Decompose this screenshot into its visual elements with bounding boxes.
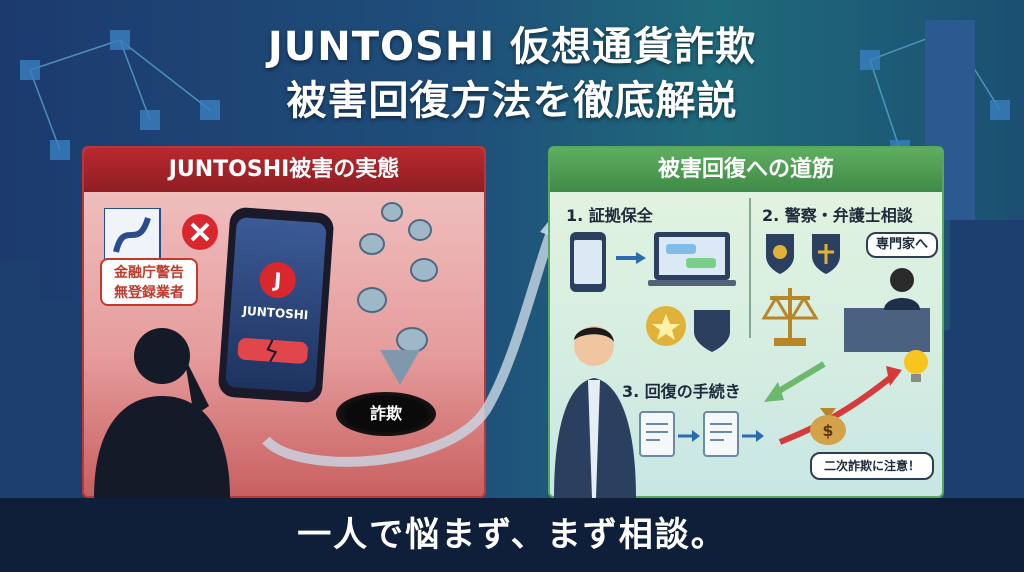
expert-speech-bubble: 専門家へ bbox=[866, 232, 938, 258]
step-3-label: 3. 回復の手続き bbox=[622, 382, 741, 401]
warning-line-1: 金融庁警告 bbox=[114, 265, 184, 281]
evidence-collection-icon bbox=[570, 232, 736, 352]
step-divider bbox=[749, 198, 751, 338]
phone-screen: J JUNTOSHI bbox=[225, 217, 327, 393]
bottom-caption: 一人で悩まず、まず相談。 bbox=[0, 498, 1024, 572]
regulator-warning-label: 金融庁警告 無登録業者 bbox=[100, 258, 198, 306]
main-title: JUNTOSHI 仮想通貨詐欺 被害回復方法を徹底解説 bbox=[0, 20, 1024, 128]
police-and-lawyer-icon bbox=[761, 234, 930, 352]
title-line-2: 被害回復方法を徹底解説 bbox=[286, 78, 738, 124]
step-1-label: 1. 証拠保全 bbox=[566, 206, 653, 225]
juntoshi-logo-icon: J bbox=[259, 262, 296, 299]
smartphone-illustration: J JUNTOSHI bbox=[217, 206, 335, 404]
distressed-person-silhouette bbox=[94, 328, 230, 498]
falling-coins-icon bbox=[357, 202, 438, 385]
agency-logo-icon bbox=[104, 208, 161, 263]
money-bag-icon: $ bbox=[810, 408, 846, 445]
recovery-growth-arrow bbox=[764, 350, 928, 445]
recovery-panel-heading: 被害回復への道筋 bbox=[550, 148, 942, 192]
broken-button-icon bbox=[237, 338, 308, 364]
svg-text:J: J bbox=[271, 268, 282, 293]
scam-hole: 詐欺 bbox=[336, 392, 436, 436]
step-2-label: 2. 警察・弁護士相談 bbox=[762, 206, 913, 225]
recovery-path-arrow bbox=[262, 212, 562, 467]
warning-line-2: 無登録業者 bbox=[114, 285, 184, 301]
procedure-documents-icon bbox=[639, 411, 764, 457]
svg-text:$: $ bbox=[822, 421, 833, 440]
title-line-1: JUNTOSHI 仮想通貨詐欺 bbox=[267, 24, 757, 70]
error-x-icon bbox=[182, 214, 218, 250]
man-illustration bbox=[554, 326, 636, 498]
secondary-fraud-warning-bubble: 二次詐欺に注意！ bbox=[810, 452, 934, 480]
damage-panel-heading: JUNTOSHI被害の実態 bbox=[84, 148, 484, 192]
